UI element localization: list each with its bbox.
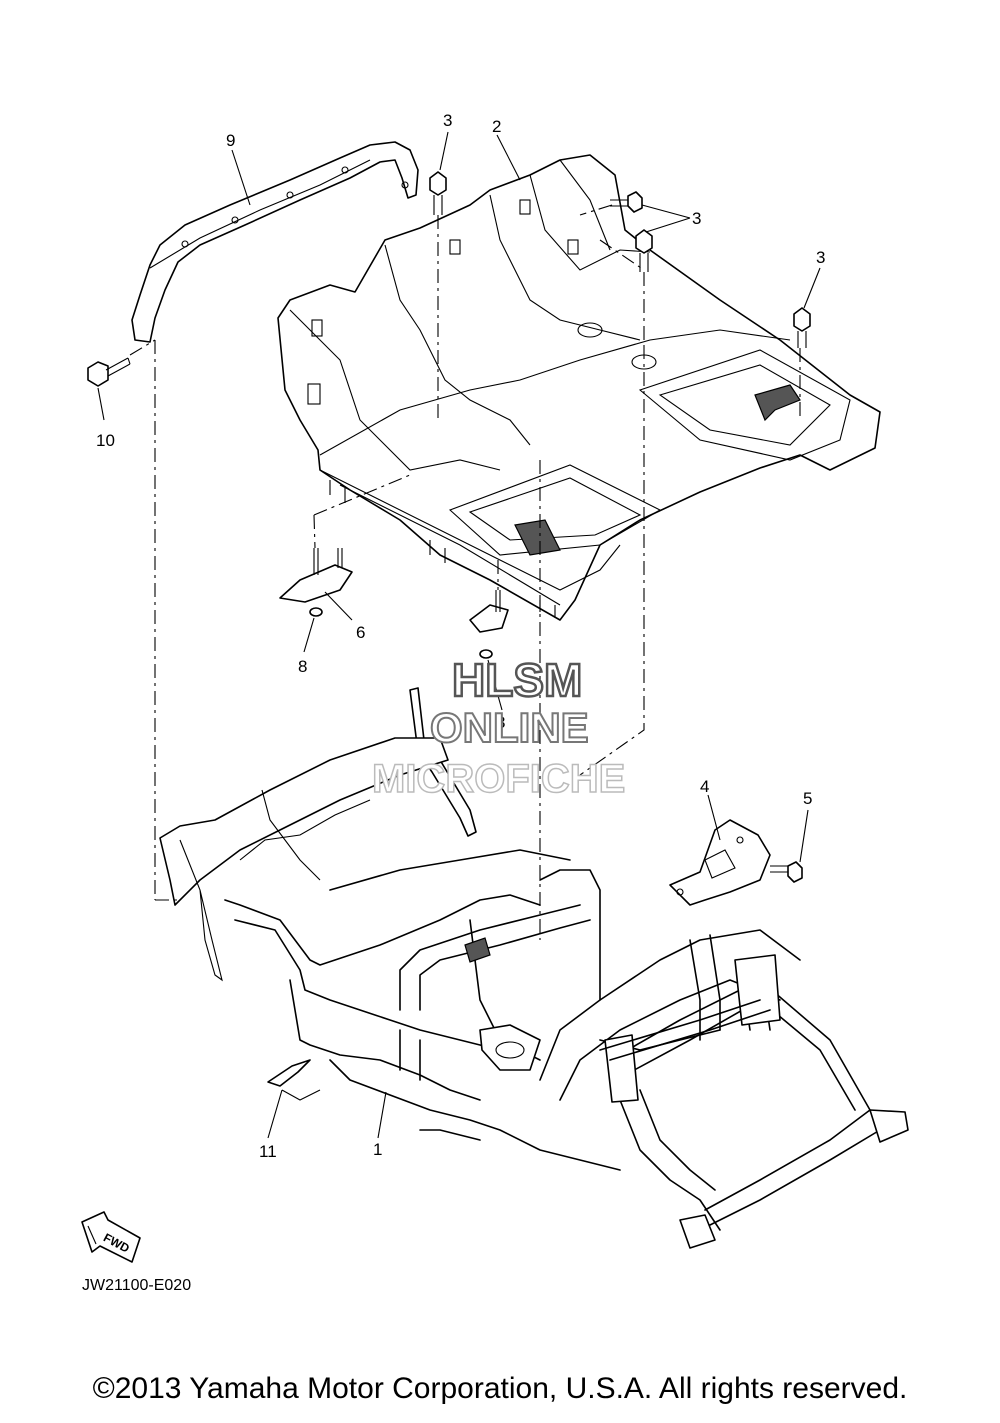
callout-10: 10 bbox=[96, 431, 115, 450]
bolt-3-right-horizontal bbox=[610, 191, 643, 213]
bolt-3-right bbox=[793, 307, 811, 348]
callout-5: 5 bbox=[803, 789, 812, 808]
part-4-bracket bbox=[669, 819, 771, 906]
callout-11: 11 bbox=[259, 1142, 277, 1161]
alignment-lines bbox=[129, 204, 801, 940]
callout-4: 4 bbox=[700, 777, 709, 796]
watermark-line-1: HLSM bbox=[452, 654, 582, 706]
callout-2: 2 bbox=[492, 117, 501, 136]
part-10-bolt bbox=[87, 357, 131, 387]
callout-3-right: 3 bbox=[692, 209, 701, 228]
copyright-notice: ©2013 Yamaha Motor Corporation, U.S.A. A… bbox=[92, 1372, 908, 1405]
part-6-bracket bbox=[279, 548, 353, 617]
bolt-3-top bbox=[429, 171, 447, 215]
callout-8-center: 8 bbox=[496, 713, 505, 732]
watermark-line-3: MICROFICHE bbox=[372, 757, 625, 801]
diagram-code: JW21100-E020 bbox=[82, 1277, 191, 1294]
bolt-3-center bbox=[635, 229, 653, 272]
callout-3-far-right: 3 bbox=[816, 248, 825, 267]
part-11-decal bbox=[267, 1059, 311, 1087]
fwd-arrow-icon: FWD bbox=[81, 1211, 141, 1263]
callout-6: 6 bbox=[356, 623, 365, 642]
callout-9: 9 bbox=[226, 131, 235, 150]
callout-8-left: 8 bbox=[298, 657, 307, 676]
callout-1: 1 bbox=[373, 1140, 382, 1159]
watermark: HLSM ONLINE MICROFICHE bbox=[371, 653, 626, 802]
callouts: 9 3 2 3 3 10 6 8 8 4 5 1 11 bbox=[96, 111, 825, 1161]
watermark-line-2: ONLINE bbox=[430, 704, 589, 751]
leader-lines bbox=[97, 131, 821, 1139]
part-5-bolt bbox=[770, 861, 803, 883]
part-9-cross-member bbox=[131, 141, 419, 343]
part-3-bolts bbox=[429, 171, 811, 348]
part-1-main-frame bbox=[159, 687, 909, 1249]
callout-3-top: 3 bbox=[443, 111, 452, 130]
part-2-floor-panel bbox=[277, 154, 881, 621]
part-8-bracket bbox=[469, 590, 509, 659]
